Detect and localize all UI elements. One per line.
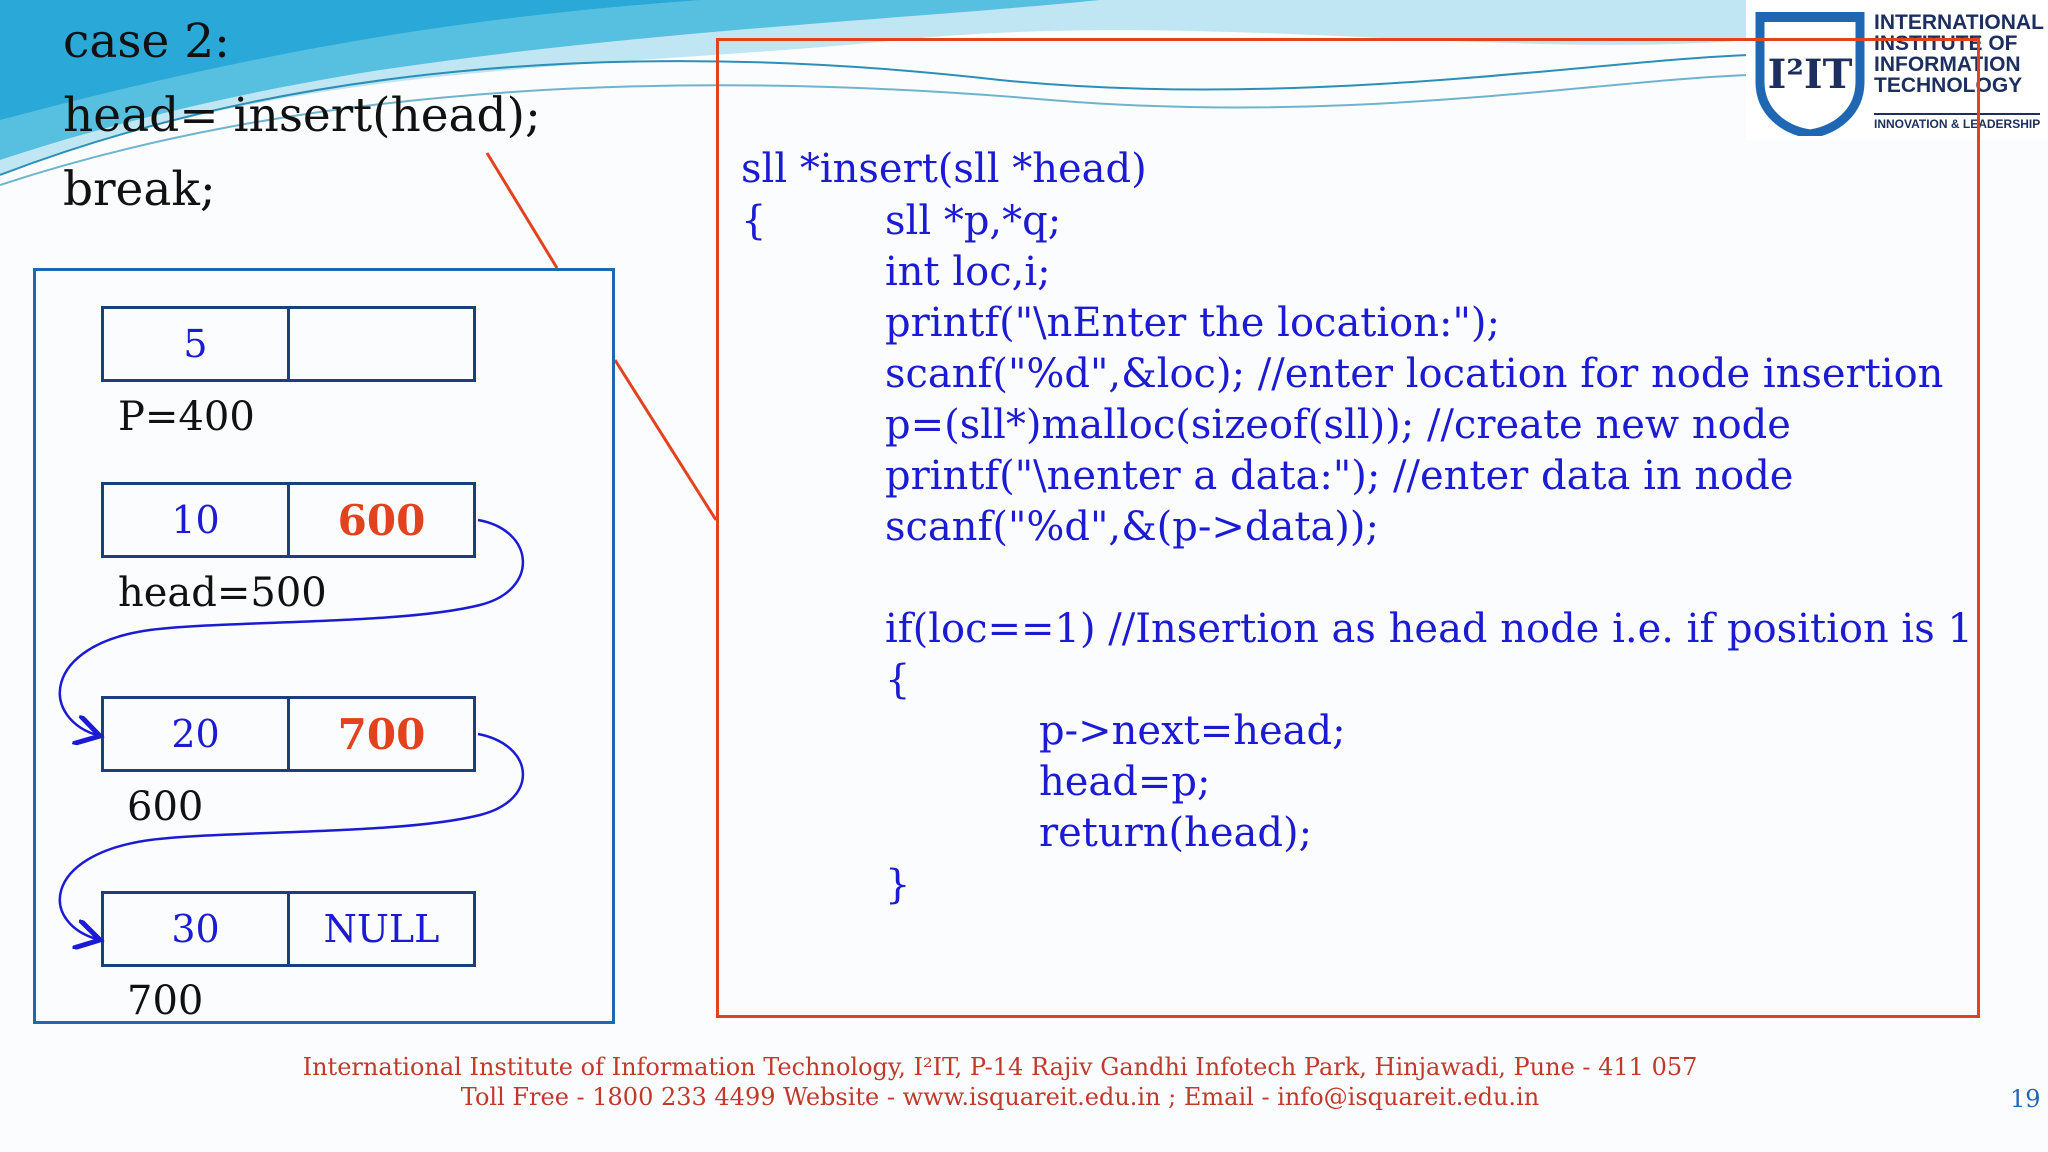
node-data-cell: 5 [183, 322, 208, 366]
node-tail: 30 NULL [101, 891, 476, 967]
code-line: scanf("%d",&loc); //enter location for n… [885, 351, 1944, 397]
code-line: head=p; [1039, 759, 1211, 805]
page-number: 19 [2010, 1085, 2041, 1113]
code-line: printf("\nEnter the location:"); [885, 300, 1500, 346]
code-line: printf("\nenter a data:"); //enter data … [885, 453, 1794, 499]
logo-line: INTERNATIONAL [1874, 11, 2044, 34]
code-line: sll *p,*q; [885, 198, 1062, 244]
insert-call: head= insert(head); [63, 88, 541, 143]
case-label: case 2: [63, 14, 230, 69]
code-line: } [885, 862, 911, 908]
code-line: { [885, 657, 911, 703]
code-line: return(head); [1039, 810, 1313, 856]
node-new: 5 [101, 306, 476, 382]
break-statement: break; [63, 162, 216, 217]
logo-line: INFORMATION [1874, 53, 2021, 76]
node-next-cell: NULL [287, 894, 473, 964]
code-line: if(loc==1) //Insertion as head node i.e.… [885, 606, 1973, 652]
footer-contact: Toll Free - 1800 233 4499 Website - www.… [460, 1083, 1540, 1111]
link-arrow [58, 732, 525, 940]
node-next-cell: 700 [287, 699, 473, 769]
node-data-cell: 20 [171, 712, 220, 756]
node-data-cell: 10 [171, 498, 220, 542]
header-wave-decoration [0, 0, 1751, 186]
logo-line: TECHNOLOGY [1874, 74, 2023, 97]
node-next-cell: 600 [287, 485, 473, 555]
code-line: int loc,i; [885, 249, 1051, 295]
footer-address: International Institute of Information T… [302, 1053, 1698, 1081]
code-line: sll *insert(sll *head) [741, 146, 1147, 192]
code-line: { [741, 198, 767, 244]
code-line: p->next=head; [1039, 708, 1346, 754]
node-address-label: P=400 [118, 394, 255, 440]
node-address-label: 700 [127, 978, 204, 1024]
node-second: 20 700 [101, 696, 476, 772]
code-line: p=(sll*)malloc(sizeof(sll)); //create ne… [885, 402, 1791, 448]
i2it-logo-icon: I²IT [1755, 12, 1865, 136]
node-next-cell [287, 309, 473, 379]
link-arrow [58, 518, 525, 736]
node-address-label: head=500 [118, 570, 327, 616]
svg-text:I²IT: I²IT [1768, 51, 1853, 98]
node-address-label: 600 [127, 784, 204, 830]
code-panel [716, 38, 1980, 1018]
code-line: scanf("%d",&(p->data)); [885, 504, 1379, 550]
node-head: 10 600 [101, 482, 476, 558]
node-data-cell: 30 [171, 907, 220, 951]
logo-tagline: INNOVATION & LEADERSHIP [1874, 113, 2041, 131]
